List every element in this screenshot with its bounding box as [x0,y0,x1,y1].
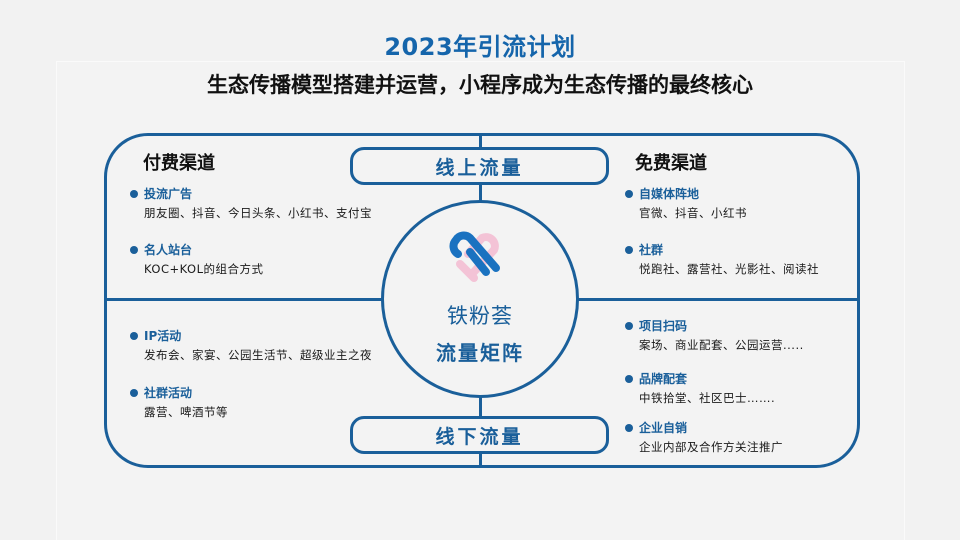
list-item: 自媒体阵地 官微、抖音、小红书 [625,186,747,221]
list-item: 社群活动 露营、啤酒节等 [130,385,228,420]
list-item: IP活动 发布会、家宴、公园生活节、超级业主之夜 [130,328,372,363]
item-desc: 案场、商业配套、公园运营..... [639,338,804,352]
heart-link-logo-icon [449,231,500,282]
item-label: 名人站台 [144,243,193,257]
vertical-connector-top [479,133,482,147]
item-desc: 中铁拾堂、社区巴士……. [639,391,776,405]
page-subtitle: 生态传播模型搭建并运营，小程序成为生态传播的最终核心 [207,73,753,97]
bullet-icon [625,322,633,330]
bullet-icon [130,332,138,340]
brand-name: 铁粉荟 [447,304,513,328]
item-label: 社群活动 [144,386,193,400]
item-desc: 企业内部及合作方关注推广 [639,440,783,454]
item-label: 自媒体阵地 [639,187,700,201]
offline-traffic-label: 线下流量 [350,416,609,454]
bullet-icon [625,424,633,432]
list-item: 名人站台 KOC+KOL的组合方式 [130,242,264,277]
list-item: 企业自销 企业内部及合作方关注推广 [625,420,783,455]
paid-channels-heading: 付费渠道 [143,153,215,174]
center-circle [381,200,579,398]
list-item: 项目扫码 案场、商业配套、公园运营..... [625,318,804,353]
traffic-matrix-label: 流量矩阵 [436,341,524,365]
item-label: 品牌配套 [639,372,688,386]
item-desc: 发布会、家宴、公园生活节、超级业主之夜 [144,348,372,362]
bullet-icon [625,246,633,254]
item-label: IP活动 [144,329,182,343]
item-label: 项目扫码 [639,319,688,333]
bullet-icon [625,190,633,198]
page-title: 2023年引流计划 [384,33,576,61]
bullet-icon [130,246,138,254]
online-traffic-label: 线上流量 [350,147,609,185]
vertical-connector-upper [479,184,482,202]
vertical-connector-bottom [479,454,482,468]
item-desc: 朋友圈、抖音、今日头条、小红书、支付宝 [144,206,372,220]
item-desc: 悦跑社、露营社、光影社、阅读社 [639,262,819,276]
item-desc: 官微、抖音、小红书 [639,206,747,220]
free-channels-heading: 免费渠道 [635,153,707,174]
bullet-icon [130,190,138,198]
list-item: 品牌配套 中铁拾堂、社区巴士……. [625,371,775,406]
vertical-connector-lower [479,396,482,416]
list-item: 投流广告 朋友圈、抖音、今日头条、小红书、支付宝 [130,186,372,221]
list-item: 社群 悦跑社、露营社、光影社、阅读社 [625,242,819,277]
item-desc: KOC+KOL的组合方式 [144,262,264,276]
item-label: 投流广告 [144,187,193,201]
item-label: 社群 [639,243,664,257]
item-label: 企业自销 [639,421,688,435]
bullet-icon [625,375,633,383]
bullet-icon [130,389,138,397]
item-desc: 露营、啤酒节等 [144,405,228,419]
